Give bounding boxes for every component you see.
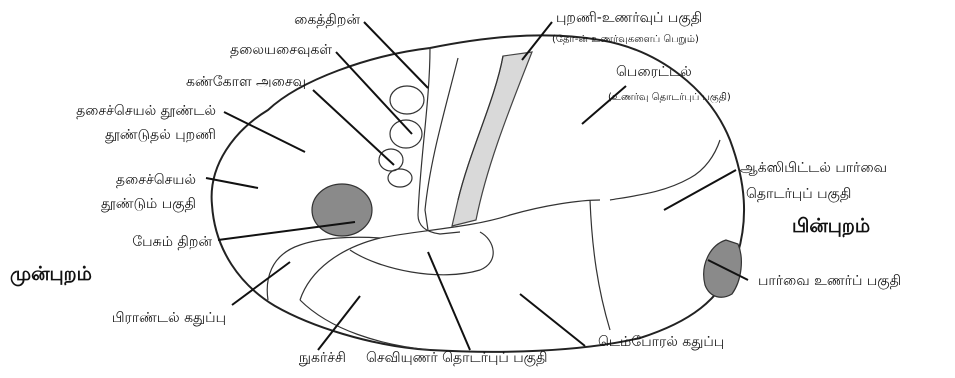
label-auditory-assoc: செவியுணர் தொடர்புப் பகுதி bbox=[366, 350, 547, 367]
parietal-boundary bbox=[610, 140, 720, 200]
eye-oval bbox=[379, 149, 403, 171]
label-speech: பேசும் திறன் bbox=[132, 234, 212, 250]
leader-temporal bbox=[520, 294, 585, 346]
handskill-oval bbox=[390, 86, 424, 114]
leader-auditory bbox=[428, 252, 470, 350]
sensory-cortex-strip bbox=[452, 52, 532, 226]
label-motor-area-1: தசைச்செயல் bbox=[116, 172, 196, 188]
label-motor-area-2: தூண்டும் பகுதி bbox=[101, 196, 196, 213]
label-parietal: பெரைட்டல் bbox=[616, 64, 692, 80]
leader-frontal bbox=[232, 262, 290, 305]
label-visual-area: பார்வை உணர்ப் பகுதி bbox=[758, 273, 901, 290]
label-parietal-sub: (உணர்வு தொடர்புப் பகுதி) bbox=[608, 92, 731, 104]
label-sensory-cortex-sub: (தோ-ன் உணர்வுகளைப் பெறும்) bbox=[552, 34, 699, 45]
head-oval bbox=[390, 120, 422, 148]
auditory-region bbox=[350, 232, 493, 275]
label-frontal-lobe: பிராண்டல் கதுப்பு bbox=[112, 310, 226, 326]
leader-sensory bbox=[522, 22, 552, 60]
label-motor-assoc-2: தூண்டுதல் புறணி bbox=[105, 127, 216, 143]
frontal-boundary bbox=[267, 237, 380, 300]
speech-area bbox=[312, 184, 372, 236]
label-handskill: கைத்திறன் bbox=[294, 12, 360, 28]
label-smell: நுகர்ச்சி bbox=[299, 350, 346, 366]
label-motor-assoc-1: தசைச்செயல் தூண்டல் bbox=[76, 103, 216, 119]
label-front: முன்புறம் bbox=[10, 263, 92, 287]
temporal-lobe-outline bbox=[300, 300, 430, 350]
label-sensory-cortex: புறணி-உணர்வுப் பகுதி bbox=[556, 10, 702, 27]
label-occipital-2: தொடர்புப் பகுதி bbox=[746, 186, 851, 203]
leader-occipital bbox=[664, 170, 736, 210]
occipital-boundary bbox=[590, 200, 610, 330]
leader-motor-assoc bbox=[224, 112, 305, 152]
eye-oval-2 bbox=[388, 169, 412, 187]
visual-area bbox=[704, 240, 742, 297]
label-occipital-1: ஆக்ஸிபிட்டல் பார்வை bbox=[740, 160, 887, 176]
leader-handskill bbox=[364, 22, 428, 88]
label-head-movements: தலையசைவுகள் bbox=[230, 42, 332, 58]
label-back: பின்புறம் bbox=[792, 215, 870, 237]
label-eye-movement: கண்கோள அசைவு bbox=[186, 74, 306, 90]
leader-smell bbox=[318, 296, 360, 350]
label-temporal-lobe: டெம்போரல் கதுப்பு bbox=[598, 334, 724, 350]
